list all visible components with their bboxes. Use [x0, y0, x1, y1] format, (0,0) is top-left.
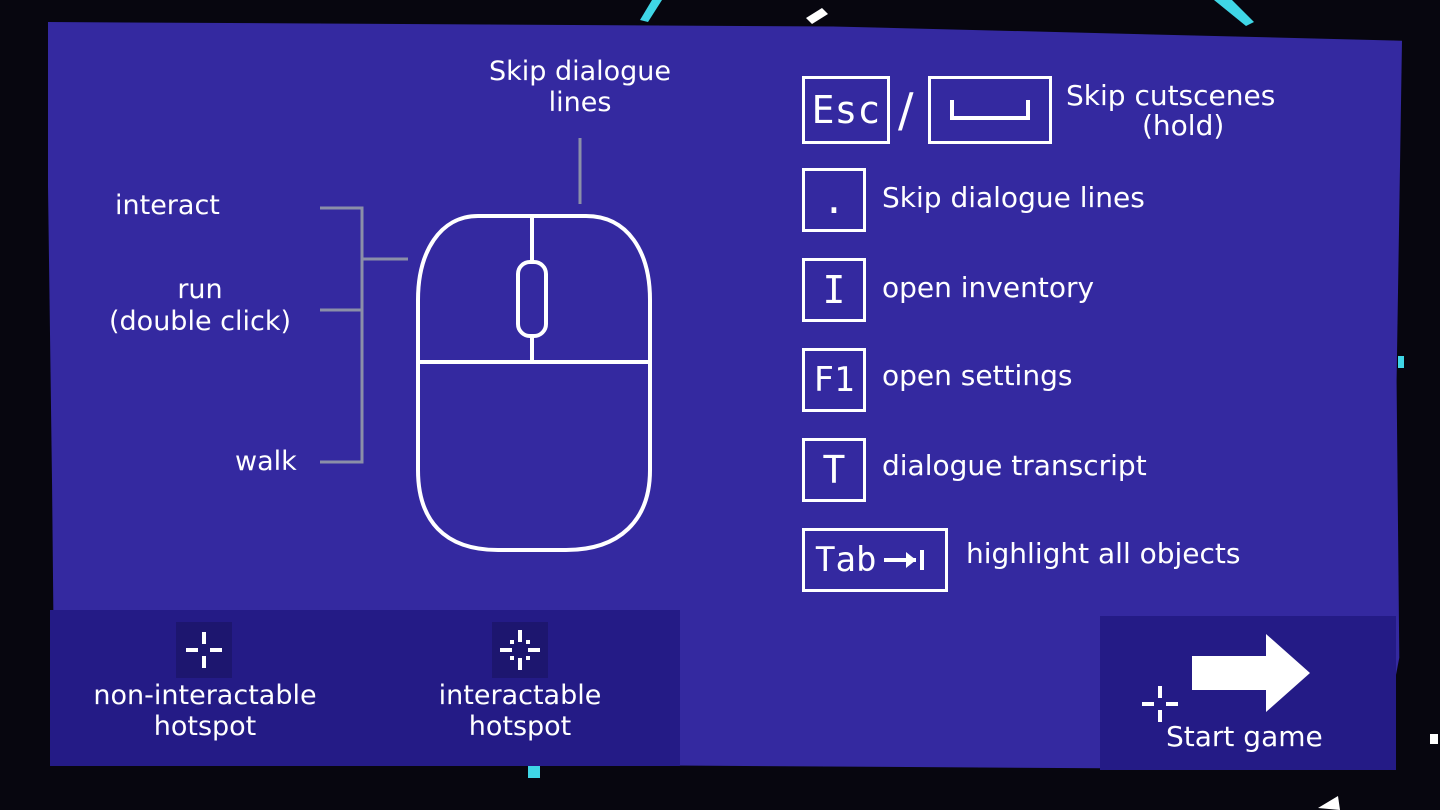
- highlight-all-objects-label: highlight all objects: [966, 537, 1241, 570]
- open-settings-label: open settings: [882, 359, 1073, 392]
- run-label: run: [177, 274, 223, 305]
- t-key: T: [802, 438, 866, 502]
- start-game-label: Start game: [1166, 720, 1323, 753]
- start-crosshair-icon: [1142, 686, 1178, 722]
- tab-key-text: Tab: [815, 540, 877, 580]
- non-interactable-crosshair-box: [176, 622, 232, 678]
- right-arrow-icon: [1192, 634, 1310, 712]
- mouse-body-icon: [416, 214, 652, 552]
- key-separator: /: [898, 83, 914, 137]
- start-game-panel: [1100, 616, 1396, 770]
- tab-key: Tab: [802, 528, 948, 592]
- walk-label: walk: [235, 446, 297, 477]
- dialogue-transcript-label: dialogue transcript: [882, 449, 1147, 482]
- start-game-button[interactable]: Start game: [1130, 630, 1350, 760]
- run-sublabel: (double click): [109, 306, 291, 337]
- interact-label: interact: [115, 190, 220, 221]
- skip-cutscenes-label: Skip cutscenes: [1066, 79, 1276, 112]
- non-interactable-crosshair-icon: [186, 632, 222, 668]
- tab-arrow-icon: [884, 550, 925, 570]
- period-key: .: [802, 168, 866, 232]
- interactable-hotspot-label: interactable hotspot: [438, 680, 602, 742]
- skip-cutscenes-sublabel: (hold): [1142, 109, 1225, 142]
- interactable-crosshair-icon: [500, 630, 540, 670]
- interactable-crosshair-box: [492, 622, 548, 678]
- f1-key: F1: [802, 348, 866, 412]
- hotspot-legend-panel: [50, 610, 680, 766]
- spacebar-icon: [950, 100, 1030, 120]
- skip-dialogue-lines-label: Skip dialogue lines: [882, 181, 1145, 214]
- esc-key: Esc: [802, 76, 890, 144]
- spacebar-key: [928, 76, 1052, 144]
- skip-dialogue-mouse-label: Skip dialogue lines: [488, 56, 672, 118]
- open-inventory-label: open inventory: [882, 271, 1095, 304]
- i-key: I: [802, 258, 866, 322]
- non-interactable-hotspot-label: non-interactable hotspot: [93, 680, 317, 742]
